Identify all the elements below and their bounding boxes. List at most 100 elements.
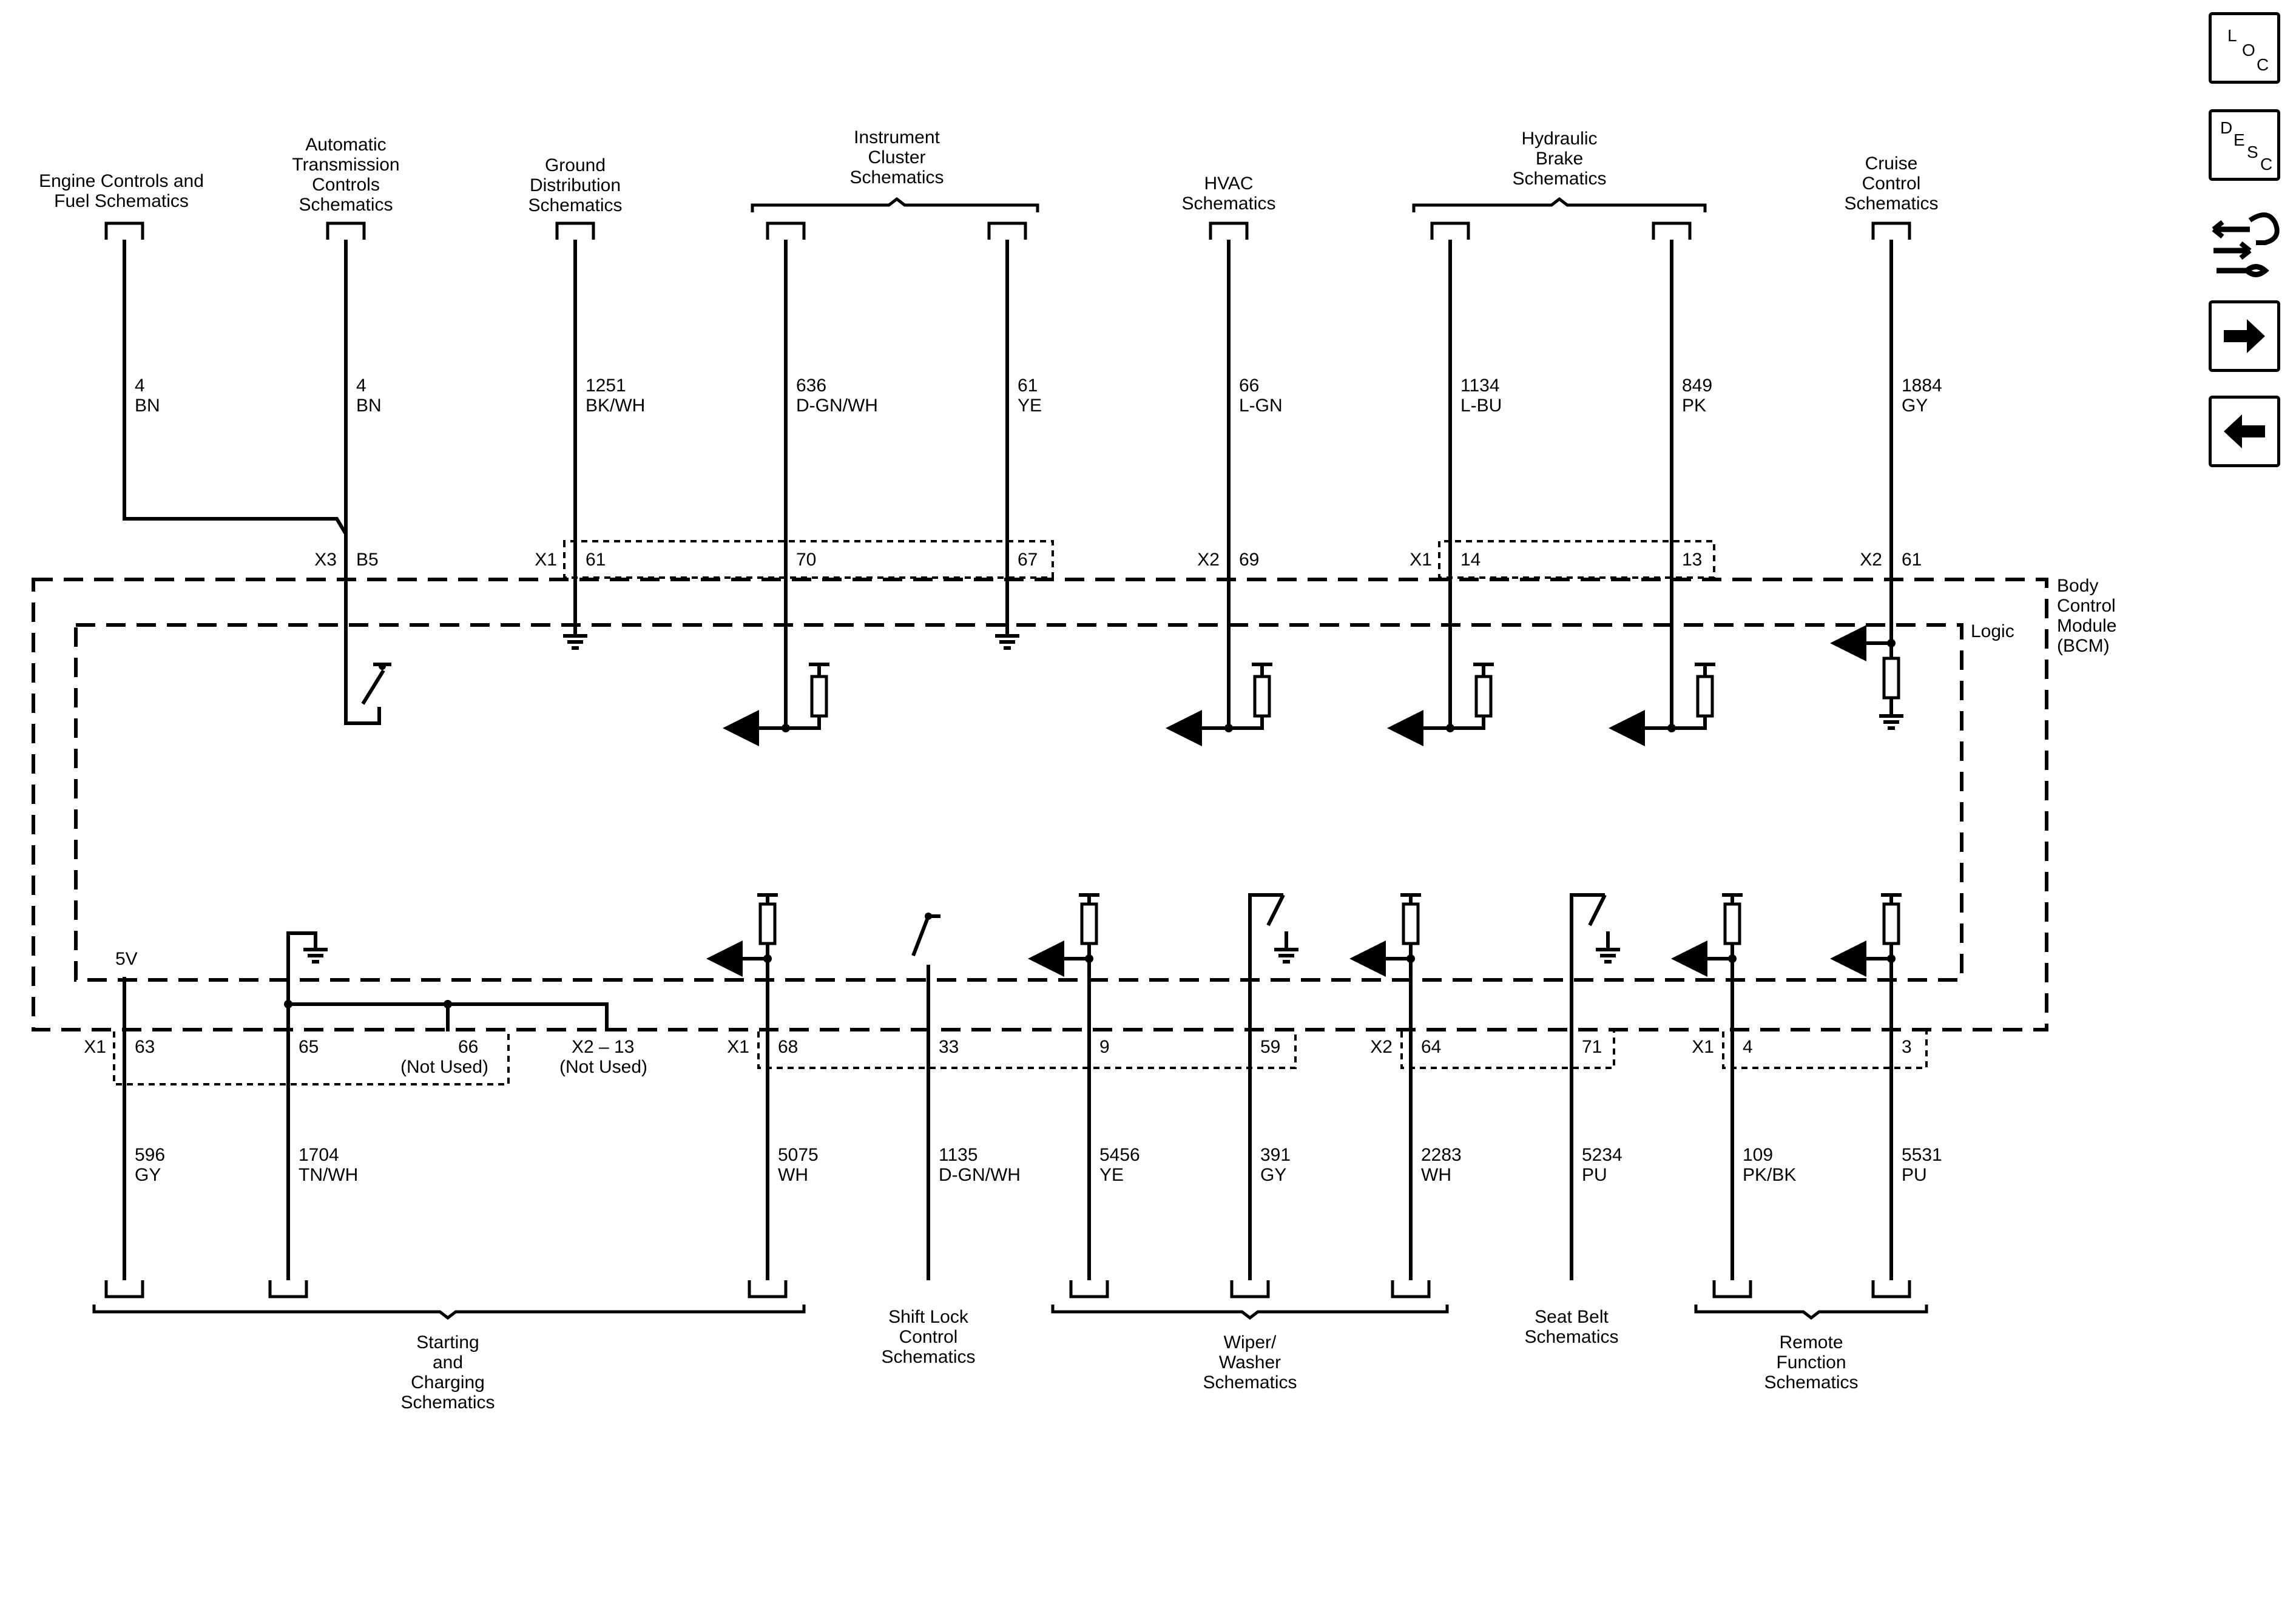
wire-circuit: 391 (1260, 1145, 1291, 1165)
pin-connector: X1 (535, 550, 557, 570)
arrow-right-icon (2224, 319, 2265, 353)
svg-text:Charging: Charging (411, 1372, 485, 1393)
cruise-label-l2: Control (1862, 174, 1921, 194)
bottom-connectors (104, 1280, 1911, 1298)
prev-button[interactable] (2209, 396, 2280, 467)
top-destination-hvac[interactable]: HVAC Schematics (1181, 174, 1275, 214)
wire-color: YE (1018, 396, 1042, 416)
input-70 (723, 663, 829, 746)
svg-text:Function: Function (1776, 1352, 1846, 1372)
pin-number: 71 (1582, 1037, 1602, 1057)
engine-label-l2: Fuel Schematics (54, 191, 189, 211)
pin-number: 61 (586, 550, 606, 570)
wire-circuit: 636 (796, 376, 826, 396)
pin-number: 13 (1682, 550, 1702, 570)
bottom-connector-x1-start (113, 1031, 510, 1085)
svg-text:Schematics: Schematics (1203, 1372, 1297, 1393)
atc-label-l1: Automatic (305, 135, 386, 155)
ic-bracket (751, 197, 1039, 212)
wire-circuit: 1884 (1902, 376, 1942, 396)
wire-circuit: 5531 (1902, 1145, 1942, 1165)
bottom-connector-x1-4 (1722, 1031, 1928, 1069)
wire-color: PU (1902, 1165, 1927, 1185)
pin-number: X2 – 13 (572, 1037, 634, 1057)
brake-label-l3: Schematics (1512, 169, 1606, 189)
svg-text:Schematics: Schematics (881, 1347, 975, 1367)
svg-text:Schematics: Schematics (400, 1393, 495, 1413)
bottom-destination-shiftlock[interactable]: Shift Lock Control Schematics (881, 1307, 975, 1367)
bottom-connector-x2-64 (1400, 1031, 1615, 1069)
wire-color: L-GN (1239, 396, 1283, 416)
pin-connector: X2 (1370, 1037, 1393, 1057)
supply-5v-label: 5V (115, 949, 138, 969)
output-4 (1671, 893, 1743, 1031)
switch-71 (1570, 893, 1620, 1031)
pin-note: (Not Used) (559, 1057, 647, 1077)
input-cruise (1830, 625, 1903, 730)
svg-text:Module: Module (2057, 616, 2116, 636)
top-destination-engine[interactable]: Engine Controls and Fuel Schematics (39, 171, 204, 211)
svg-text:(BCM): (BCM) (2057, 636, 2110, 656)
pin-number: B5 (356, 550, 379, 570)
ic-label-l3: Schematics (849, 167, 944, 187)
desc-letter-s: S (2247, 143, 2258, 161)
top-destination-ground[interactable]: Ground Distribution Schematics (528, 155, 622, 215)
bottom-destination-starting[interactable]: Starting and Charging Schematics (400, 1332, 495, 1413)
next-button[interactable] (2209, 300, 2280, 372)
wire-circuit: 1135 (939, 1145, 978, 1165)
svg-text:Wiper/: Wiper/ (1224, 1332, 1277, 1352)
top-destination-ic[interactable]: Instrument Cluster Schematics (849, 127, 944, 187)
pin-connector: X1 (1692, 1037, 1714, 1057)
engine-label-l1: Engine Controls and (39, 171, 204, 191)
loc-button[interactable]: L O C (2209, 12, 2280, 84)
wire-circuit: 596 (135, 1145, 165, 1165)
logic-label: Logic (1971, 621, 2014, 641)
wire-circuit: 61 (1018, 376, 1038, 396)
wire-color: D-GN/WH (939, 1165, 1021, 1185)
wire-circuit: 1704 (299, 1145, 339, 1165)
internal-components-bottom: 5V (115, 893, 1902, 1031)
pin-number: 63 (135, 1037, 155, 1057)
bcm-label: Body Control Module (BCM) (2057, 576, 2116, 656)
wire-color: PK/BK (1743, 1165, 1796, 1185)
input-69 (1166, 663, 1272, 746)
output-64 (1349, 893, 1421, 1031)
wire-color: BK/WH (586, 396, 645, 416)
pin-number: 9 (1099, 1037, 1110, 1057)
desc-button[interactable]: D E S C (2209, 109, 2280, 181)
wire-color: BN (135, 396, 160, 416)
top-destination-brake[interactable]: Hydraulic Brake Schematics (1512, 129, 1606, 189)
desc-letter-e: E (2234, 130, 2245, 149)
connector-tool-icon[interactable] (2207, 205, 2283, 281)
bottom-destination-remote[interactable]: Remote Function Schematics (1764, 1332, 1858, 1393)
pin-connector: X2 (1860, 550, 1882, 570)
bottom-wires (123, 977, 1893, 1280)
atc-label-l3: Controls (312, 175, 380, 195)
svg-text:Schematics: Schematics (1764, 1372, 1858, 1393)
wire-color: PK (1682, 396, 1706, 416)
bottom-destination-wiper[interactable]: Wiper/ Washer Schematics (1203, 1332, 1297, 1393)
wire-circuit: 2283 (1421, 1145, 1462, 1165)
pin-number: 4 (1743, 1037, 1753, 1057)
pin-number: 69 (1239, 550, 1259, 570)
logic-outline (74, 623, 1963, 982)
bottom-wire-labels: 596 GY 1704 TN/WH 5075 WH 1135 D-GN/WH 5… (135, 1145, 1942, 1185)
top-destination-cruise[interactable]: Cruise Control Schematics (1844, 154, 1938, 214)
ground-label-l1: Ground (545, 155, 606, 175)
bottom-destination-seatbelt[interactable]: Seat Belt Schematics (1524, 1307, 1618, 1347)
top-destination-atc[interactable]: Automatic Transmission Controls Schemati… (292, 135, 399, 215)
cruise-label-l3: Schematics (1844, 194, 1938, 214)
wire-circuit: 66 (1239, 376, 1259, 396)
brake-label-l1: Hydraulic (1521, 129, 1597, 149)
wire-color: D-GN/WH (796, 396, 878, 416)
bcm-outline (32, 578, 2048, 1031)
wire-circuit: 5075 (778, 1145, 819, 1165)
connector-tool-glyph (2212, 212, 2280, 277)
wire-circuit: 109 (1743, 1145, 1773, 1165)
output-68 (706, 893, 778, 1031)
switch-59 (1248, 893, 1298, 1031)
top-wire-labels: 4 BN 4 BN 1251 BK/WH 636 D-GN/WH 61 YE 6… (135, 376, 1942, 416)
loc-letter-o: O (2242, 41, 2255, 59)
pin-note: (Not Used) (400, 1057, 488, 1077)
